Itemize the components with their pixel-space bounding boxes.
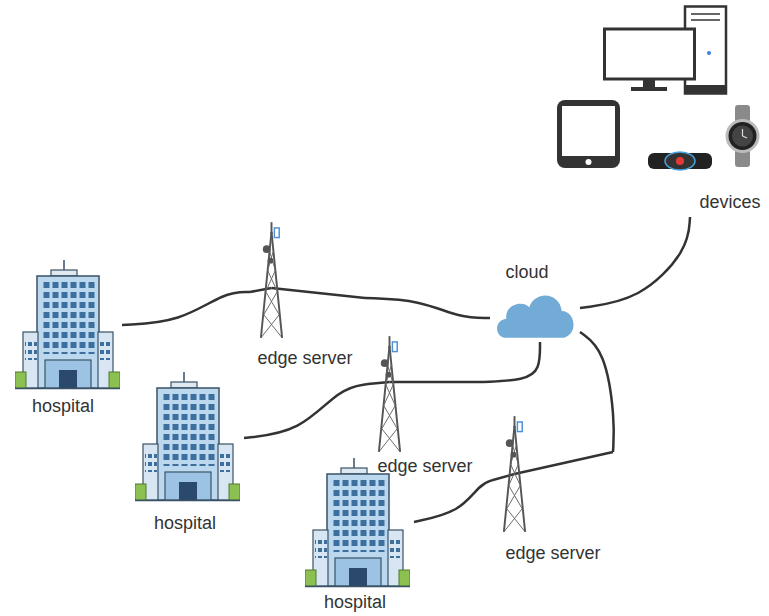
wire-stub [515, 452, 614, 474]
network-link [483, 342, 540, 382]
node-illustration [550, 2, 765, 217]
edge-server-node: edge server [493, 412, 613, 564]
tower-icon [261, 222, 282, 338]
node-illustration [368, 332, 483, 477]
node-illustration [302, 456, 414, 614]
node-label: edge server [257, 348, 352, 368]
watch-icon [727, 105, 758, 167]
wire-stub [250, 288, 272, 292]
node-illustration [250, 218, 365, 368]
node-illustration [132, 370, 244, 535]
device-group: devices [550, 2, 765, 217]
node-label: devices [699, 192, 760, 212]
node-label: cloud [505, 262, 548, 282]
node-illustration [12, 258, 122, 418]
cloud-icon [497, 295, 573, 337]
hospital-node: hospital [132, 370, 244, 535]
hospital-node: hospital [302, 456, 414, 614]
hospital-node: hospital [12, 258, 122, 418]
network-link [122, 292, 250, 325]
network-link [580, 332, 614, 452]
network-link [365, 298, 490, 318]
cloud-node: cloud [490, 262, 580, 342]
hospital-icon [15, 260, 120, 389]
wire-stub [390, 381, 484, 384]
node-label: hospital [32, 396, 94, 416]
node-label: hospital [324, 592, 386, 612]
hospital-icon [135, 372, 240, 501]
node-label: hospital [154, 513, 216, 533]
node-illustration [493, 412, 613, 564]
tower-icon [504, 416, 525, 532]
tower-icon [379, 336, 400, 452]
node-label: edge server [377, 456, 472, 476]
hospital-icon [305, 458, 410, 587]
edge-server-node: edge server [250, 218, 365, 368]
network-link [244, 384, 368, 438]
tablet-icon [557, 100, 620, 168]
edge-server-node: edge server [368, 332, 483, 477]
node-label: edge server [505, 543, 600, 563]
network-link [414, 480, 493, 522]
wire-stub [272, 288, 366, 298]
network-link [580, 217, 690, 308]
monitor-icon [605, 7, 727, 94]
band-icon [648, 152, 712, 170]
